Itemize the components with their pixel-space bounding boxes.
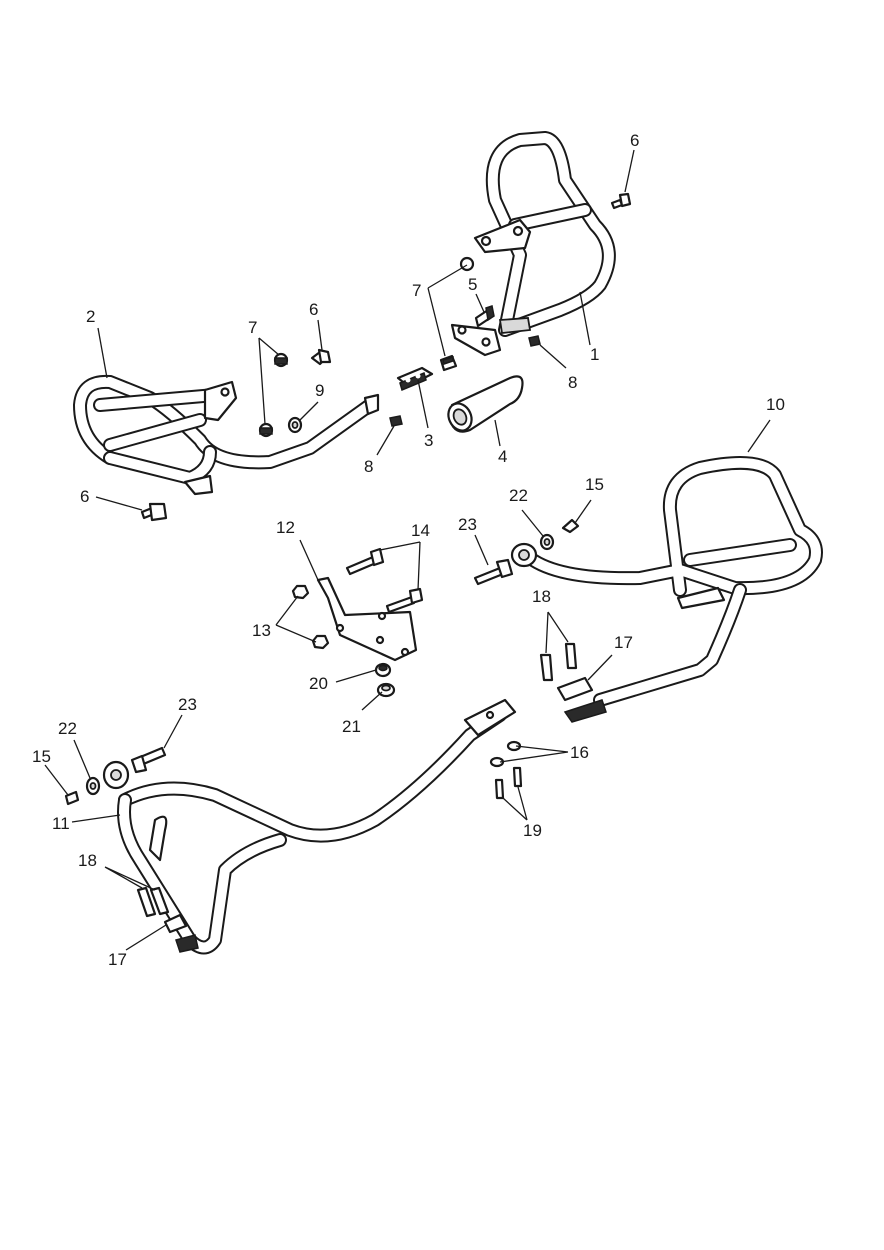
part-2-upper-left-guard [73, 374, 380, 496]
part-3-clamp-bracket [396, 366, 434, 392]
callout-12: 12 [276, 518, 295, 537]
callout-13: 13 [252, 621, 271, 640]
callout-3: 3 [424, 431, 433, 450]
callout-6-lower-left: 6 [80, 487, 89, 506]
part-6-bolt-lower-left [140, 502, 168, 522]
callout-21: 21 [342, 717, 361, 736]
callout-8-center: 8 [364, 457, 373, 476]
callout-5: 5 [468, 275, 477, 294]
part-9-washer [287, 416, 303, 434]
part-8-screw-right [528, 335, 541, 347]
part-11-lower-left-guard [102, 698, 517, 955]
part-4-cylinder-slider [447, 375, 524, 433]
callout-10: 10 [766, 395, 785, 414]
part-10-lower-right-guard [510, 455, 823, 723]
callout-18-left: 18 [78, 851, 97, 870]
callout-labels: 1 2 3 4 5 6 6 6 7 7 8 8 9 10 11 12 13 14… [32, 131, 785, 969]
callout-1: 1 [590, 345, 599, 364]
part-14-bolt-lower [385, 587, 424, 614]
part-22-washer-left [85, 776, 101, 796]
part-20-grommet [374, 662, 392, 678]
part-13-nut-upper [291, 584, 310, 600]
part-18-bolts-left [136, 886, 170, 918]
part-18-bolts-right [539, 642, 578, 682]
part-5-bolt [474, 305, 495, 328]
part-8-screw-center [389, 415, 403, 427]
callout-15-right: 15 [585, 475, 604, 494]
part-6-bolt-mid-left [310, 348, 332, 366]
part-15-bolt-right [561, 518, 580, 534]
callout-6-top-right: 6 [630, 131, 639, 150]
part-19-screws [494, 766, 523, 800]
part-23-spacer-bolt-left [130, 746, 167, 774]
part-7-plug-lower [258, 422, 274, 438]
leader-lines [44, 149, 771, 951]
part-12-mounting-bracket [316, 576, 418, 662]
part-1-upper-right-guard [450, 131, 616, 357]
part-7-plug-upper [273, 352, 289, 368]
callout-23-right: 23 [458, 515, 477, 534]
callout-15-left: 15 [32, 747, 51, 766]
callout-16: 16 [570, 743, 589, 762]
callout-22-right: 22 [509, 486, 528, 505]
callout-14: 14 [411, 521, 430, 540]
part-7-plug-right-bottom [439, 354, 458, 372]
callout-11: 11 [52, 814, 70, 833]
callout-20: 20 [309, 674, 328, 693]
part-15-bolt-left [64, 790, 80, 806]
part-23-spacer-bolt-right [473, 558, 514, 586]
callout-4: 4 [498, 447, 507, 466]
callout-18-right: 18 [532, 587, 551, 606]
part-16-washers [489, 740, 522, 768]
callout-8-right: 8 [568, 373, 577, 392]
part-14-bolt-upper [345, 547, 385, 576]
callout-9: 9 [315, 381, 324, 400]
callout-23-left: 23 [178, 695, 197, 714]
callout-7-right: 7 [412, 281, 421, 300]
callout-6-mid-left: 6 [309, 300, 318, 319]
callout-2: 2 [86, 307, 95, 326]
part-17-clamp-right [556, 676, 594, 702]
part-21-grommet [376, 682, 396, 698]
part-17-clamp-left [163, 913, 188, 934]
part-22-washer-right [539, 533, 555, 551]
callout-22-left: 22 [58, 719, 77, 738]
callout-7-left: 7 [248, 318, 257, 337]
callout-19: 19 [523, 821, 542, 840]
callout-17-right: 17 [614, 633, 633, 652]
callout-17-left: 17 [108, 950, 127, 969]
part-6-bolt-top-right [610, 192, 632, 210]
